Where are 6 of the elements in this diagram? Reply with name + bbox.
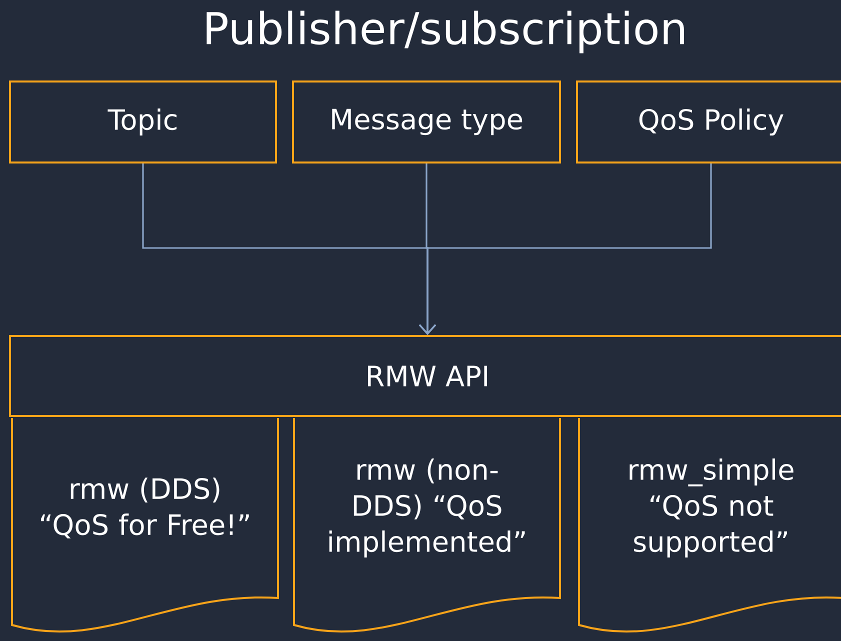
- connector-arrow: [418, 164, 712, 335]
- label-box: QoS Policy: [576, 80, 841, 164]
- label-box: Topic: [9, 80, 277, 164]
- api-box: RMW API: [9, 335, 841, 417]
- label-box: Message type: [292, 80, 561, 164]
- title: Publisher/subscription: [206, 10, 684, 54]
